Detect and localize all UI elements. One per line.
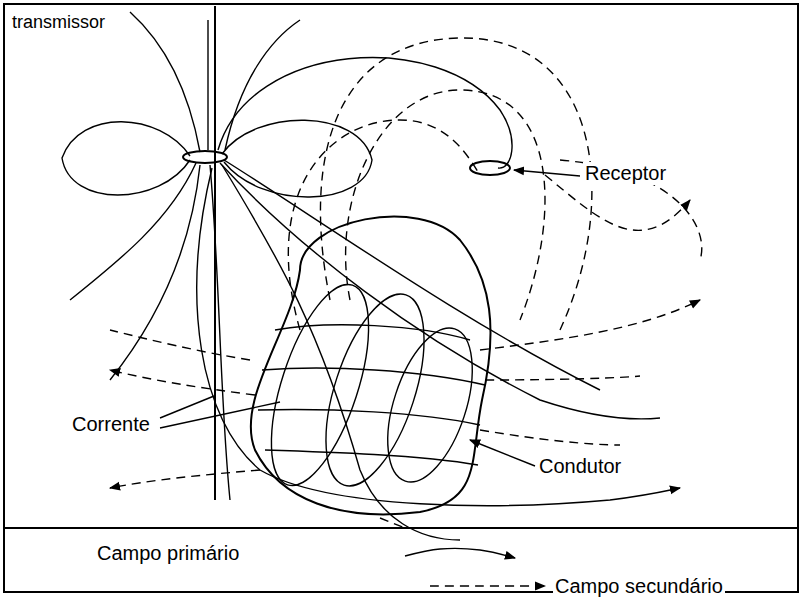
conductor-body [251,217,491,515]
current-loops [251,273,489,497]
legend-line-sample [405,548,515,558]
primary-field [62,12,680,540]
frame [4,4,798,592]
current-label: Corrente [70,413,152,436]
conductor-label: Condutor [537,455,623,478]
legend-text: Campo secundário [553,575,725,598]
legend-divider [4,527,798,529]
leader-lines [160,170,580,466]
legend-text: Campo primário [95,542,241,565]
transmitter-label: transmissor [10,12,107,33]
receiver-label: Receptor [583,162,668,185]
field-line [207,20,208,150]
secondary-field [110,38,702,528]
legend-line-sample [430,585,545,586]
